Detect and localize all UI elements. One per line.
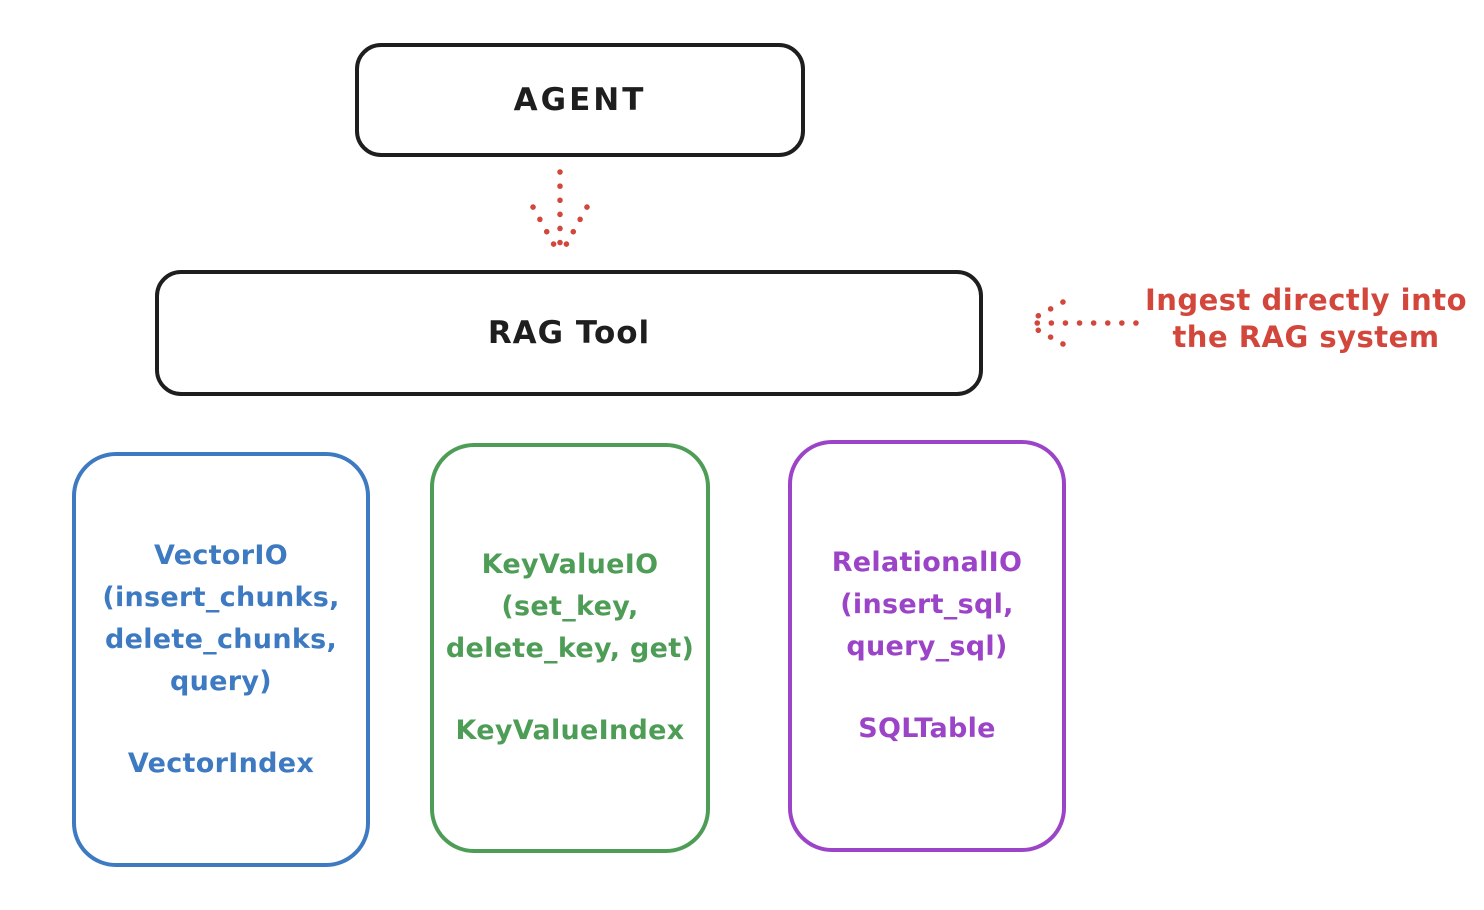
agent-label: AGENT bbox=[513, 82, 647, 118]
relational-io-methods: RelationalIO (insert_sql, query_sql) bbox=[831, 547, 1023, 662]
agent-box: AGENT bbox=[355, 43, 805, 157]
ingest-dotted-arrow-icon bbox=[1024, 299, 1139, 347]
vector-io-methods: VectorIO (insert_chunks, delete_chunks, … bbox=[102, 539, 340, 697]
keyvalue-io-box: KeyValueIO (set_key, delete_key, get) Ke… bbox=[430, 443, 710, 853]
vector-io-box: VectorIO (insert_chunks, delete_chunks, … bbox=[72, 452, 370, 867]
keyvalue-io-methods: KeyValueIO (set_key, delete_key, get) bbox=[445, 549, 695, 664]
ingest-annotation: Ingest directly into the RAG system bbox=[1144, 283, 1468, 354]
rag-tool-box: RAG Tool bbox=[155, 270, 983, 396]
vector-index-label: VectorIndex bbox=[127, 747, 315, 779]
relational-io-box: RelationalIO (insert_sql, query_sql) SQL… bbox=[788, 440, 1066, 852]
keyvalue-index-label: KeyValueIndex bbox=[455, 715, 685, 746]
sqltable-label: SQLTable bbox=[858, 713, 996, 744]
agent-to-ragtool-dotted-arrow-icon bbox=[530, 169, 590, 255]
rag-tool-label: RAG Tool bbox=[487, 315, 651, 351]
